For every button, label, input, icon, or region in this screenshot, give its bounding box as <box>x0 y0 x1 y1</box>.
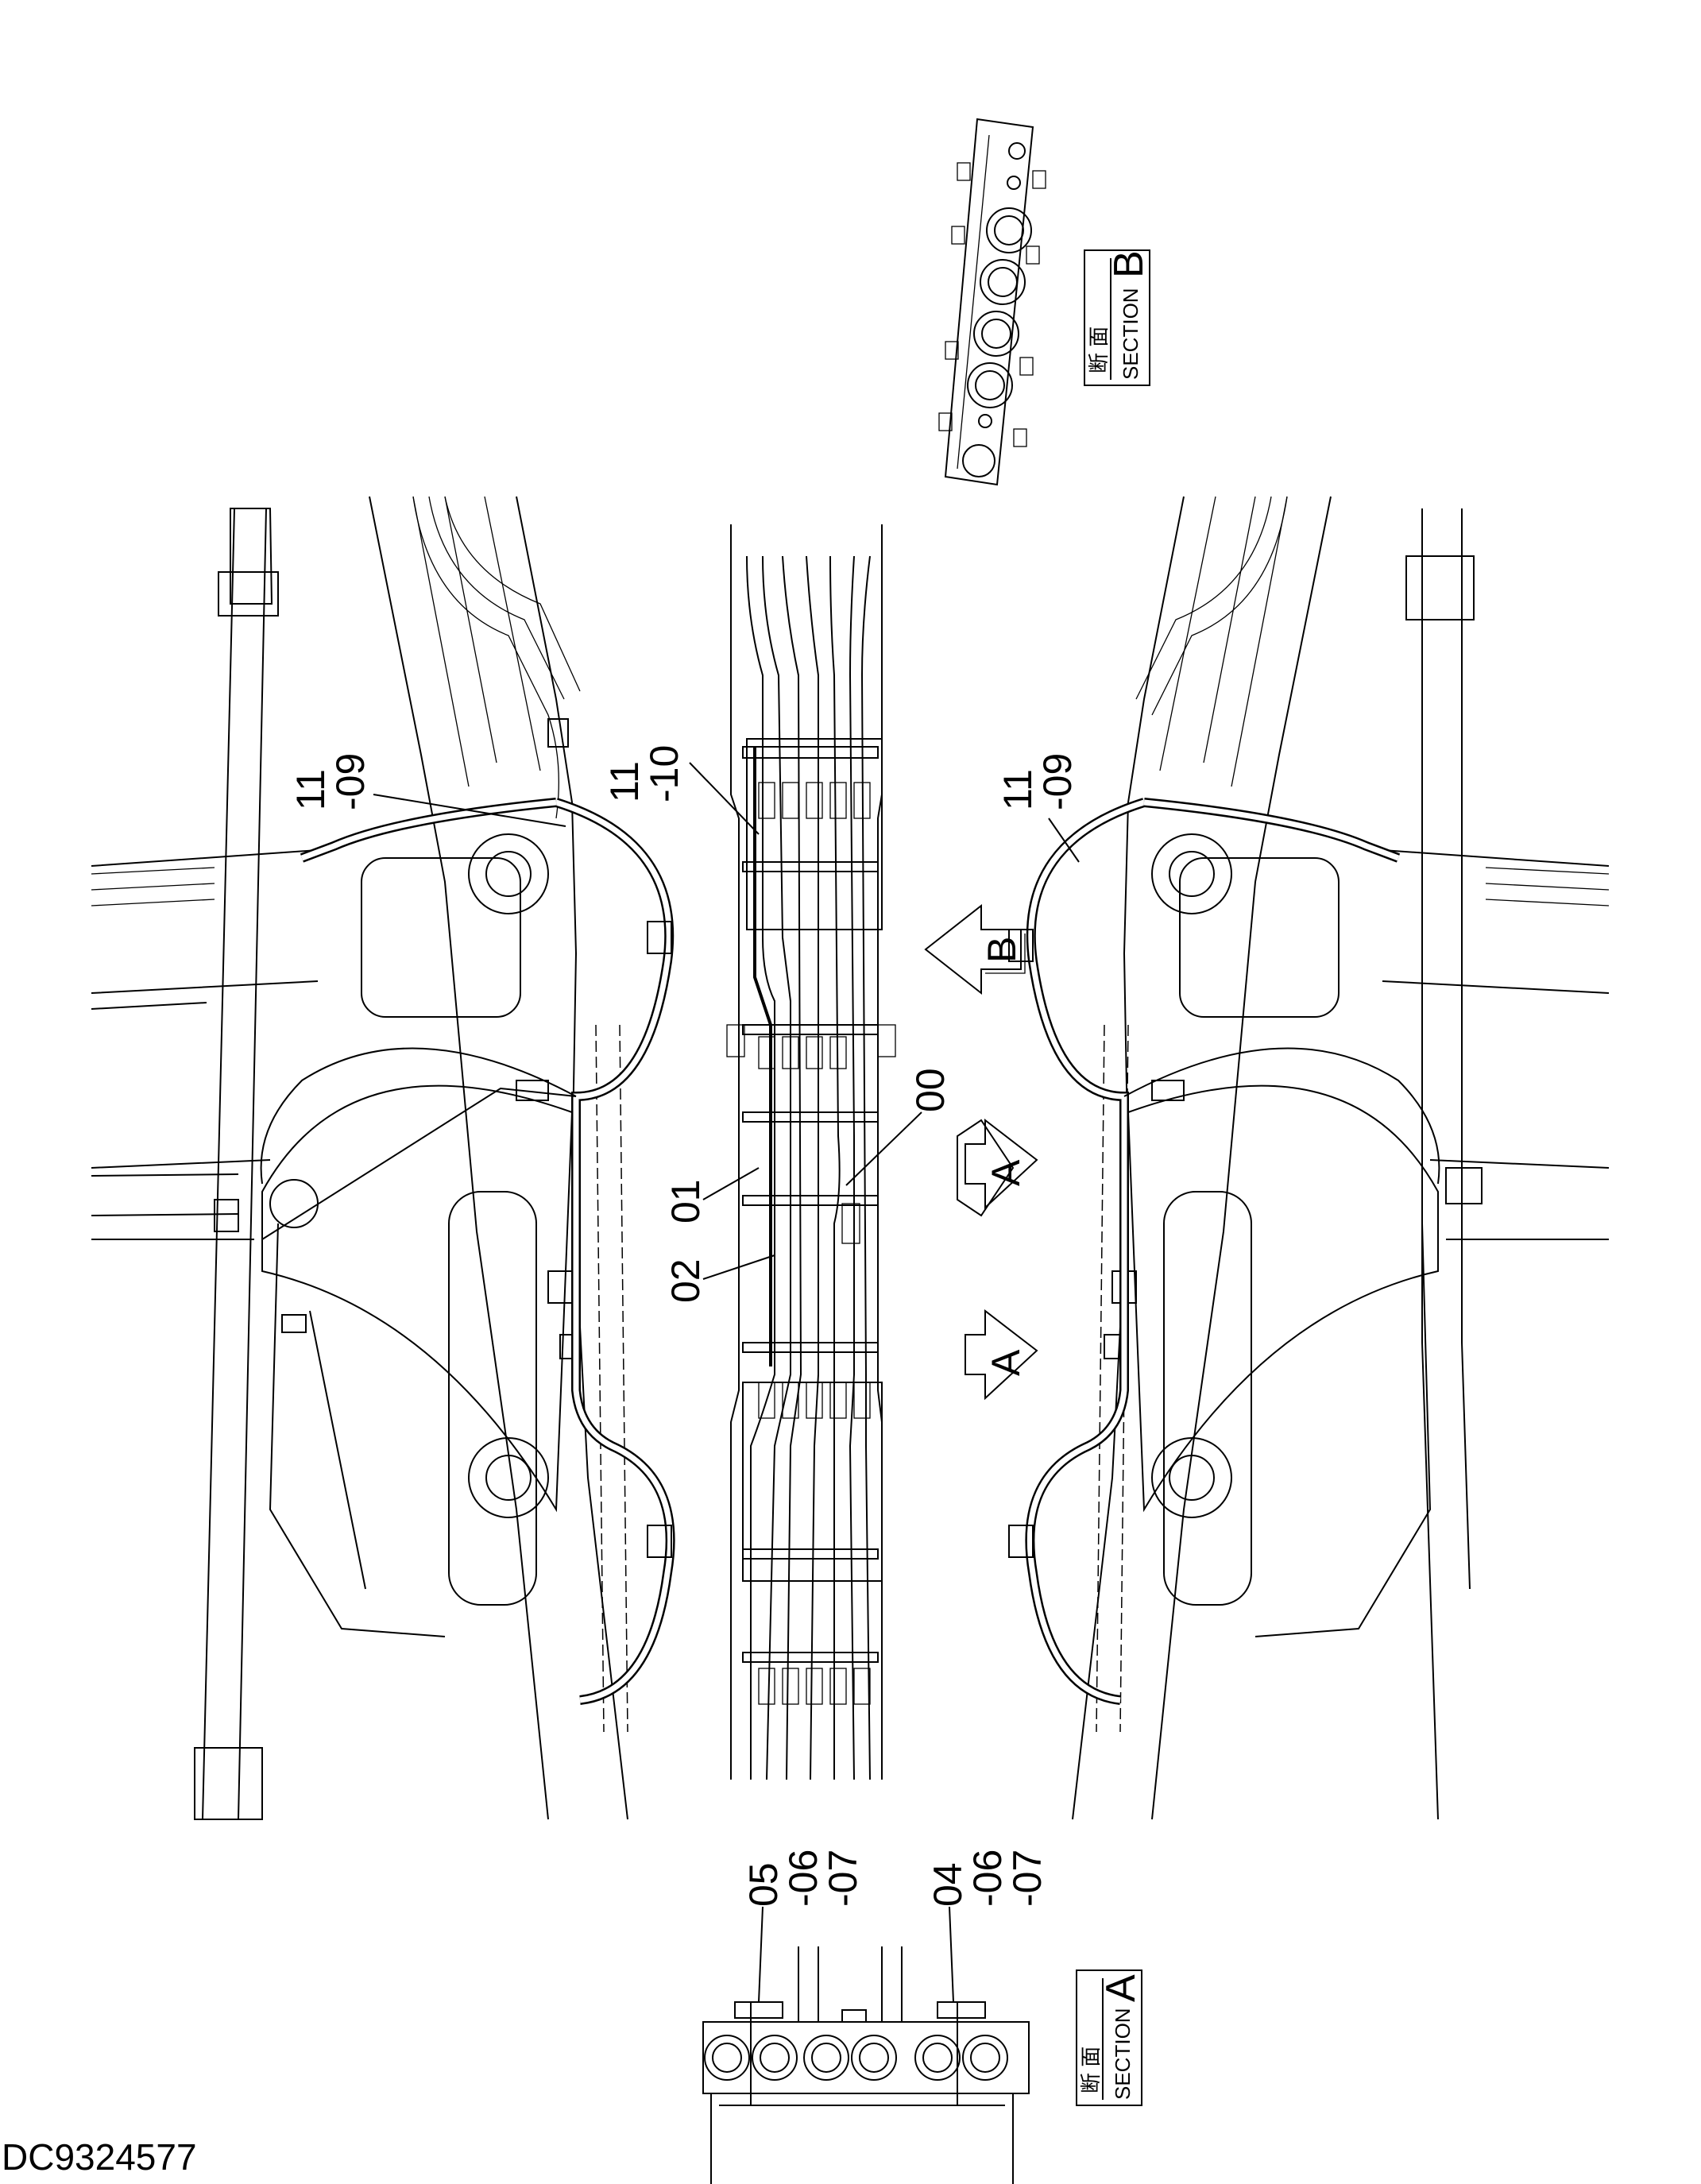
callout-00-text: 00 <box>908 1068 953 1112</box>
callout-center-11-10: 11 -10 <box>602 745 760 835</box>
callout-07-left: -07 <box>821 1850 865 1907</box>
section-b-label: 断 面 SECTION B <box>1084 249 1152 386</box>
section-a-letter: A <box>1098 1974 1144 2002</box>
callout-05-06-07: 05 -06 -07 <box>741 1850 865 2003</box>
section-b-kanji: 断 面 <box>1087 327 1111 373</box>
right-boom-structure <box>1072 496 1610 1820</box>
view-arrow-a-lower-letter: A <box>984 1349 1028 1376</box>
callout-02-text: 02 <box>663 1258 708 1303</box>
view-arrow-b: B <box>924 903 1026 995</box>
section-a-kanji: 断 面 <box>1079 2047 1103 2093</box>
callout-04: 04 <box>926 1862 970 1907</box>
view-arrow-a-upper-letter: A <box>984 1159 1028 1186</box>
callout-07-right: -07 <box>1005 1850 1050 1907</box>
section-a-word: SECTION <box>1111 2008 1135 2100</box>
callout-center-10: -10 <box>642 745 686 802</box>
view-arrow-a-lower: A <box>965 1308 1038 1401</box>
callout-right-11: 11 <box>995 769 1040 810</box>
section-b-detail <box>938 118 1046 486</box>
section-a-label: 断 面 SECTION A <box>1076 1969 1144 2106</box>
section-b-word: SECTION <box>1119 288 1142 380</box>
callout-right-09: -09 <box>1035 753 1080 810</box>
callout-00: 00 <box>845 1068 953 1186</box>
callout-06-left: -06 <box>781 1850 825 1907</box>
section-a-detail <box>702 1946 1030 2184</box>
right-hose <box>1008 798 1440 1705</box>
view-arrow-a-upper: A <box>957 1118 1038 1217</box>
view-arrow-b-letter: B <box>980 937 1024 963</box>
callout-left-09: -09 <box>328 753 373 810</box>
callout-right-11-09: 11 -09 <box>995 753 1080 863</box>
callout-06-right: -06 <box>965 1850 1010 1907</box>
callout-01-text: 01 <box>663 1179 708 1223</box>
callout-05: 05 <box>741 1862 786 1907</box>
center-frame <box>726 524 896 1780</box>
section-b-letter: B <box>1106 250 1152 278</box>
callout-02: 02 <box>663 1254 775 1303</box>
left-hose <box>260 798 675 1705</box>
left-boom-structure <box>91 496 628 1820</box>
callout-04-06-07: 04 -06 -07 <box>926 1850 1050 2003</box>
callout-01: 01 <box>663 1167 760 1223</box>
callout-center-11: 11 <box>602 761 647 802</box>
callout-left-11-09: 11 -09 <box>288 753 566 827</box>
drawing-id: DC9324577 <box>2 2136 197 2178</box>
callout-left-11: 11 <box>288 769 333 810</box>
